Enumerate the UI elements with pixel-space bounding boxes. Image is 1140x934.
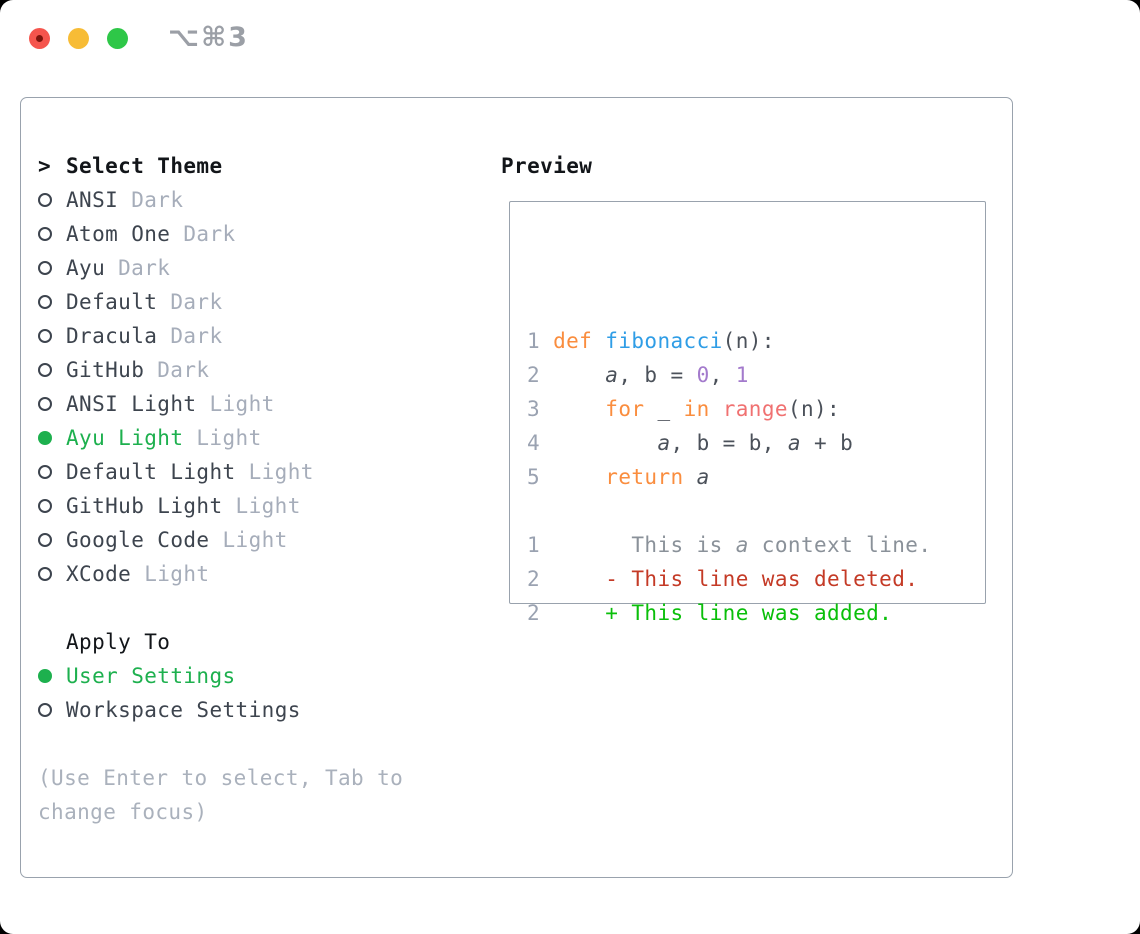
theme-variant-label: Dark — [131, 188, 184, 212]
code-line: 1 def fibonacci(n): — [527, 329, 775, 353]
radio-unselected-icon — [38, 261, 52, 275]
theme-option[interactable]: Ayu Dark — [38, 251, 314, 285]
theme-option[interactable]: Default Light Light — [38, 455, 314, 489]
code-line: 4 a, b = b, a + b — [527, 431, 854, 455]
radio-unselected-icon — [38, 533, 52, 547]
close-button[interactable] — [29, 28, 50, 49]
theme-option[interactable]: Dracula Dark — [38, 319, 314, 353]
radio-unselected-icon — [38, 465, 52, 479]
option-label: Workspace Settings — [66, 698, 301, 722]
radio-unselected-icon — [38, 703, 52, 717]
theme-option[interactable]: GitHub Dark — [38, 353, 314, 387]
theme-option[interactable]: Ayu Light Light — [38, 421, 314, 455]
radio-unselected-icon — [38, 295, 52, 309]
theme-variant-label: Light — [144, 562, 210, 586]
option-label: Atom One — [66, 222, 171, 246]
preview-title: Preview — [501, 154, 593, 178]
theme-option[interactable]: Atom One Dark — [38, 217, 314, 251]
option-label: ANSI — [66, 188, 119, 212]
option-label: Ayu Light — [66, 426, 184, 450]
keyboard-hint: (Use Enter to select, Tab to change focus… — [38, 761, 403, 829]
radio-unselected-icon — [38, 363, 52, 377]
code-line: 3 for _ in range(n): — [527, 397, 841, 421]
theme-variant-label: Dark — [170, 290, 223, 314]
theme-option[interactable]: Google Code Light — [38, 523, 314, 557]
radio-unselected-icon — [38, 193, 52, 207]
option-label: Ayu — [66, 256, 106, 280]
theme-variant-label: Dark — [170, 324, 223, 348]
apply-to-option[interactable]: Workspace Settings — [38, 693, 301, 727]
code-line — [527, 494, 931, 528]
apply-to-title: Apply To — [66, 630, 171, 654]
hint-line: (Use Enter to select, Tab to — [38, 766, 404, 790]
radio-unselected-icon — [38, 329, 52, 343]
option-label: Dracula — [66, 324, 158, 348]
option-label: Default Light — [66, 460, 236, 484]
theme-variant-label: Light — [222, 528, 288, 552]
radio-selected-icon — [38, 669, 52, 683]
theme-option[interactable]: ANSI Dark — [38, 183, 314, 217]
option-label: Default — [66, 290, 158, 314]
option-label: User Settings — [66, 664, 236, 688]
theme-variant-label: Light — [196, 426, 262, 450]
option-label: ANSI Light — [66, 392, 197, 416]
zoom-button[interactable] — [107, 28, 128, 49]
radio-selected-icon — [38, 431, 52, 445]
theme-list-title: Select Theme — [66, 154, 223, 178]
radio-unselected-icon — [38, 397, 52, 411]
theme-variant-label: Light — [209, 392, 275, 416]
theme-option[interactable]: GitHub Light Light — [38, 489, 314, 523]
theme-list-header: > Select Theme — [38, 149, 314, 183]
minimize-button[interactable] — [68, 28, 89, 49]
option-label: GitHub — [66, 358, 145, 382]
radio-unselected-icon — [38, 227, 52, 241]
theme-variant-label: Light — [235, 494, 301, 518]
hint-line: change focus) — [38, 800, 208, 824]
code-line: 5 return a — [527, 465, 710, 489]
radio-unselected-icon — [38, 499, 52, 513]
theme-variant-label: Light — [248, 460, 314, 484]
option-label: Google Code — [66, 528, 210, 552]
theme-variant-label: Dark — [183, 222, 236, 246]
theme-option[interactable]: XCode Light — [38, 557, 314, 591]
code-line: 2 a, b = 0, 1 — [527, 363, 749, 387]
code-line: 2 - This line was deleted. — [527, 567, 919, 591]
code-preview: 1 def fibonacci(n): 2 a, b = 0, 1 3 for _ … — [527, 252, 931, 630]
theme-variant-label: Dark — [118, 256, 171, 280]
option-label: GitHub Light — [66, 494, 223, 518]
apply-to-header: Apply To — [38, 625, 301, 659]
radio-unselected-icon — [38, 567, 52, 581]
keyboard-shortcut-label: ⌥⌘3 — [168, 22, 249, 53]
selection-caret-icon: > — [38, 154, 52, 178]
code-line: 2 + This line was added. — [527, 601, 893, 625]
theme-option[interactable]: ANSI Light Light — [38, 387, 314, 421]
theme-variant-label: Dark — [157, 358, 210, 382]
apply-to-option[interactable]: User Settings — [38, 659, 301, 693]
titlebar: ⌥⌘3 — [0, 0, 1140, 76]
preview-box: 1 def fibonacci(n): 2 a, b = 0, 1 3 for _ … — [509, 201, 986, 625]
option-label: XCode — [66, 562, 132, 586]
code-line: 1 This is a context line. — [527, 533, 932, 557]
theme-option[interactable]: Default Dark — [38, 285, 314, 319]
